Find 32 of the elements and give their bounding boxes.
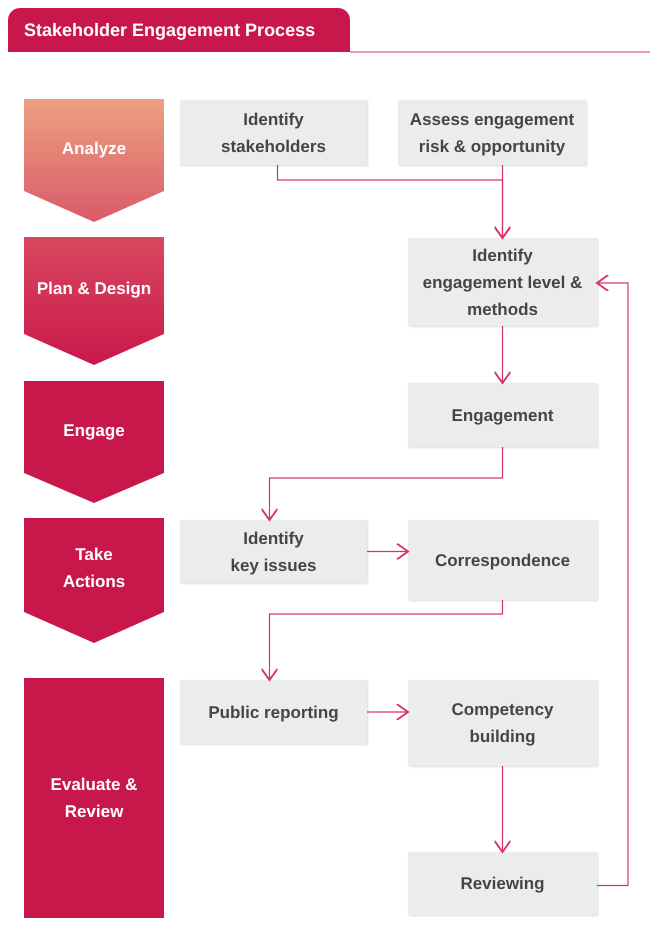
process-box [408, 238, 597, 326]
phase-label: Plan & Design [36, 278, 152, 300]
step-label: Engagement [451, 404, 554, 427]
step-label: Correspondence [434, 550, 570, 572]
connector-arrow [596, 274, 629, 886]
title: Stakeholder Engagement Process [24, 20, 316, 40]
step-label: Public reporting [208, 702, 339, 724]
phase-label: Evaluate & Review [50, 774, 138, 823]
process-box [408, 680, 597, 766]
phase-label: Take Actions [62, 544, 126, 594]
phase-label: Analyze [62, 138, 126, 160]
phase-label: Engage [63, 420, 125, 442]
connector-arrow [494, 165, 512, 239]
process-box [180, 680, 367, 744]
step-label: Reviewing [460, 873, 545, 895]
step-label: Competency building [450, 699, 555, 748]
process-box [408, 520, 597, 600]
connector-arrow [260, 600, 504, 681]
connector-arrow [367, 703, 409, 721]
step-label: Identify engagement level & methods [422, 244, 582, 320]
process-box [408, 852, 597, 915]
process-box [408, 383, 597, 447]
step-label: Identify key issues [229, 528, 318, 576]
connector-arrow [260, 447, 504, 521]
step-label: Assess engagement risk & opportunity [408, 108, 576, 158]
connector-arrow [494, 766, 512, 853]
step-label: Identify stakeholders [220, 108, 327, 158]
process-box [398, 100, 586, 165]
connector-arrow [494, 326, 512, 384]
process-box [180, 520, 367, 583]
process-box [180, 100, 367, 165]
connector-arrow [367, 542, 409, 560]
